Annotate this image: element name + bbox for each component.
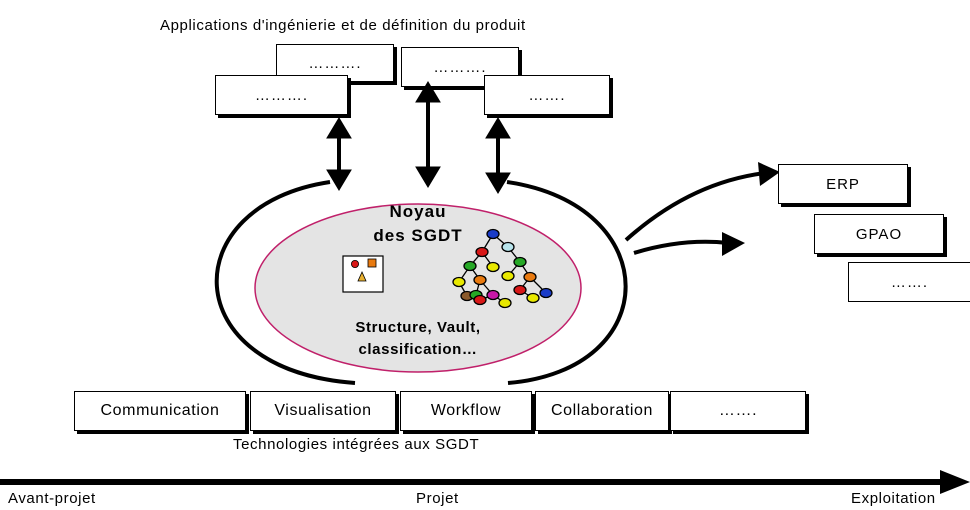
tree-node: [452, 276, 466, 288]
left-arc: [214, 180, 356, 385]
arrow-to-gpao: [633, 239, 729, 255]
timeline-arrowhead: [940, 470, 970, 494]
tree-node: [523, 271, 537, 283]
top-title: Applications d'ingénierie et de définiti…: [160, 17, 526, 34]
tree-node: [513, 256, 527, 268]
app-box-front-right: …….: [484, 75, 610, 115]
timeline-label-end: Exploitation: [851, 490, 936, 507]
arrow-to-erp: [624, 171, 766, 242]
core-ellipse: [254, 203, 582, 373]
tree-node: [526, 292, 540, 304]
tree-node: [473, 294, 487, 306]
core-title-line2: des SGDT: [373, 226, 463, 245]
symbols-box: [342, 255, 384, 293]
tech-communication: Communication: [74, 391, 246, 431]
right-arc: [506, 180, 628, 385]
gpao-box: GPAO: [814, 214, 944, 254]
core-subtitle-line2: classification…: [358, 341, 478, 358]
tree-node: [473, 274, 487, 286]
tech-visualisation: Visualisation: [250, 391, 396, 431]
other-box: …….: [848, 262, 970, 302]
timeline-label-middle: Projet: [416, 490, 459, 507]
tree-node: [539, 287, 553, 299]
arrow-to-gpao-head: [722, 232, 745, 256]
core-title-line1: Noyau: [389, 202, 447, 221]
tree-node: [463, 260, 477, 272]
tree-node: [501, 270, 515, 282]
double-arrow-right: [485, 117, 511, 194]
double-arrow-left: [326, 117, 352, 191]
tree-node: [475, 246, 489, 258]
timeline-label-start: Avant-projet: [8, 490, 96, 507]
tree-graph: [452, 228, 553, 309]
tech-collaboration: Collaboration: [535, 391, 669, 431]
app-box-front-left: ……….: [215, 75, 348, 115]
tree-node: [501, 241, 515, 253]
tree-node: [513, 284, 527, 296]
double-arrow-center: [415, 81, 441, 188]
erp-box: ERP: [778, 164, 908, 204]
app-box-back-right: ……….: [401, 47, 519, 87]
tree-node: [486, 228, 500, 240]
tech-other: …….: [670, 391, 806, 431]
core-subtitle-line1: Structure, Vault,: [355, 319, 481, 336]
arrow-to-erp-head: [758, 162, 780, 186]
tree-node: [486, 289, 500, 301]
tree-node: [498, 297, 512, 309]
tech-caption: Technologies intégrées aux SGDT: [233, 436, 480, 453]
tree-node: [486, 261, 500, 273]
tech-workflow: Workflow: [400, 391, 532, 431]
